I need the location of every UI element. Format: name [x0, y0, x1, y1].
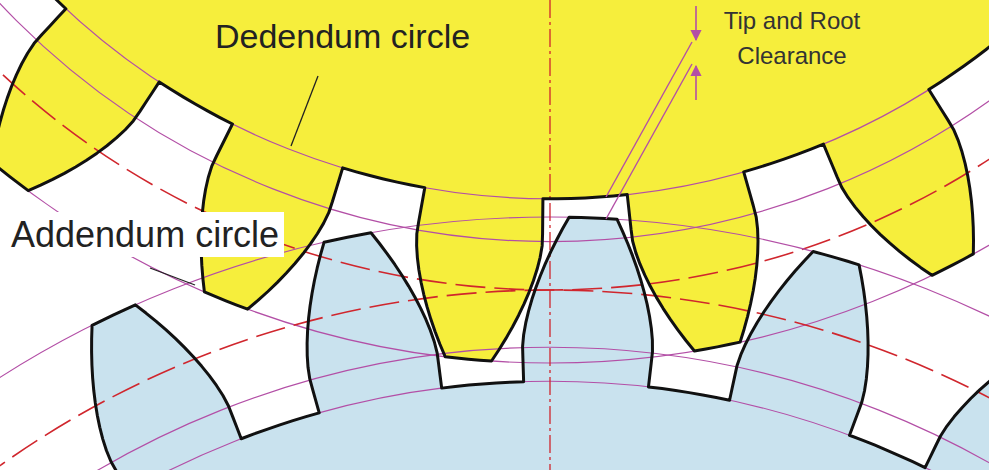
gear-circle: [0, 381, 989, 470]
clearance-leader: [606, 64, 692, 219]
addendum-label: Addendum circle: [6, 212, 284, 257]
leader-line: [291, 76, 318, 146]
gear-outline: [0, 0, 989, 361]
leader-line: [150, 268, 195, 285]
gear-circle: [0, 0, 989, 242]
clearance-arrow: [695, 6, 697, 40]
dedendum-label: Dedendum circle: [215, 16, 470, 57]
gear-circle: [0, 347, 989, 470]
pitch-circle: [0, 0, 989, 290]
clearance-leader: [606, 42, 692, 197]
pitch-circle: [0, 290, 989, 470]
clearance-arrow: [695, 66, 697, 100]
gear-circle: [0, 0, 989, 363]
clearance-label: Tip and Root Clearance: [716, 4, 868, 74]
center-line: [549, 0, 550, 470]
